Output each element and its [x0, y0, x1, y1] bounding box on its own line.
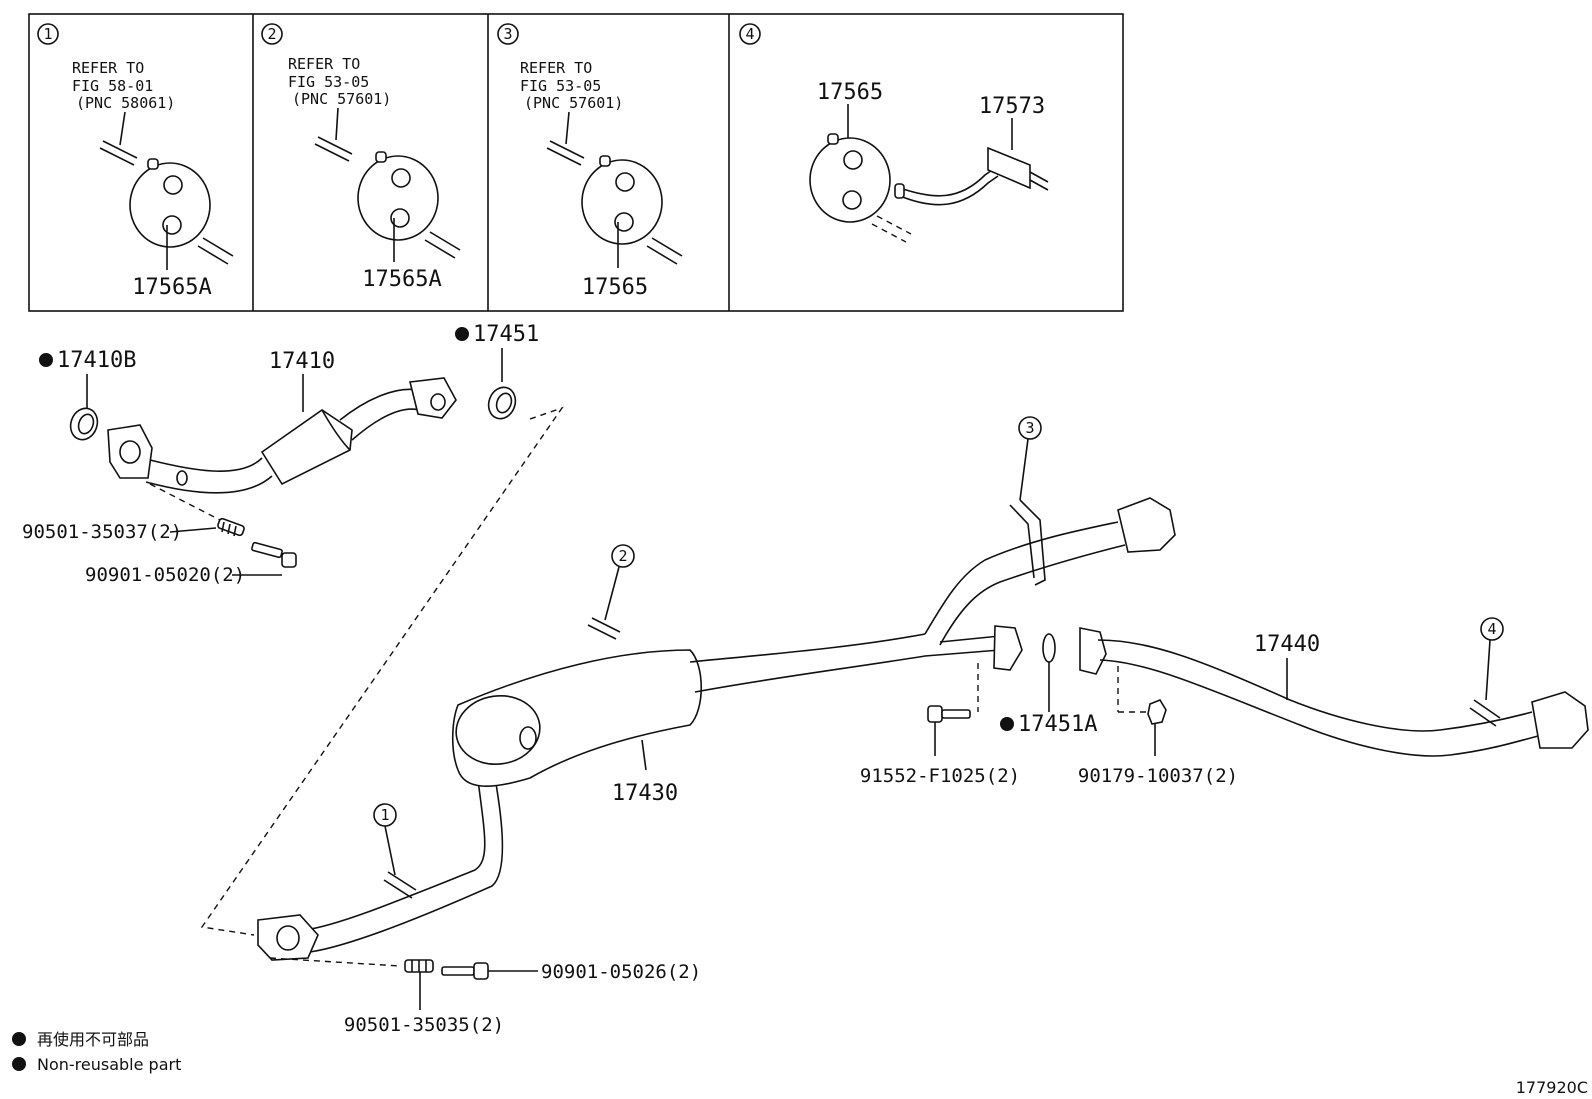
part-number-90501-35035: 90501-35035(2)	[344, 1014, 504, 1036]
hanger-bracket-icon	[894, 146, 1049, 206]
rubber-hanger-icon	[581, 155, 663, 245]
callout-circle	[1480, 617, 1504, 641]
inset-number-circle	[37, 23, 59, 45]
non-reusable-bullet-icon	[1000, 717, 1014, 731]
fig-ref-text: FIG 58-01	[72, 77, 153, 95]
inset-4: 4 17565 17573	[739, 23, 1049, 243]
non-reusable-bullet-icon	[12, 1032, 26, 1046]
part-number-17451A: 17451A	[1018, 712, 1097, 737]
leader-line	[641, 739, 647, 771]
refer-to-text: REFER TO	[288, 55, 360, 73]
part-number-17565: 17565	[582, 275, 648, 300]
non-reusable-bullet-icon	[12, 1057, 26, 1071]
hanger-pin-icon	[383, 871, 417, 899]
center-pipe-17430-icon	[257, 497, 1176, 961]
stud-bolt-icon	[217, 517, 245, 537]
part-number-17451: 17451	[473, 322, 539, 347]
hanger-pin-icon	[99, 140, 138, 166]
part-number-90501-35037: 90501-35037(2)	[22, 521, 182, 543]
callout-number: 2	[618, 547, 627, 565]
gasket-17451A-group: 17451A	[1000, 633, 1097, 737]
rubber-hanger-icon	[809, 133, 891, 223]
bolt-icon	[251, 541, 297, 568]
assembly-dash-line	[149, 483, 221, 521]
hanger-pin-icon	[424, 231, 461, 259]
refer-to-text: REFER TO	[72, 59, 144, 77]
inset-panels	[28, 13, 1124, 312]
pnc-ref-text: (PNC 58061)	[76, 94, 175, 112]
fig-ref-text: FIG 53-05	[520, 77, 601, 95]
center-muffler-group: 17430 1 2 3 90501-35035(2) 90901-05026(2…	[257, 416, 1176, 1036]
leader-line	[1485, 639, 1491, 701]
inset-3: 3 REFER TO FIG 53-05 (PNC 57601) 17565	[497, 23, 683, 300]
inset-number: 3	[503, 25, 512, 43]
tail-pipe-group: 4 17440 90179-10037(2)	[1078, 617, 1589, 787]
inset-number: 4	[745, 25, 754, 43]
nut-icon	[1147, 699, 1167, 725]
non-reusable-bullet-icon	[39, 353, 53, 367]
front-pipe-group: 17410B 17410 17451	[22, 322, 564, 936]
inset-number: 2	[267, 25, 276, 43]
callout-circle	[1018, 416, 1042, 440]
hanger-pin-icon	[587, 617, 621, 640]
tail-pipe-17440-icon	[1079, 627, 1589, 757]
inset-number-circle	[497, 23, 519, 45]
assembly-dash-line	[200, 406, 564, 936]
pnc-ref-text: (PNC 57601)	[524, 94, 623, 112]
legend-english-text: Non-reusable part	[37, 1055, 181, 1074]
inset-frame	[28, 13, 1124, 312]
inset-number: 1	[43, 25, 52, 43]
leader-line	[1019, 438, 1029, 501]
hanger-pin-icon	[1469, 699, 1501, 727]
leader-line	[384, 825, 396, 876]
rubber-hanger-icon	[129, 158, 211, 248]
callout-number: 1	[380, 806, 389, 824]
part-number-17440: 17440	[1254, 632, 1320, 657]
part-number-90179-10037: 90179-10037(2)	[1078, 765, 1238, 787]
part-number-17573: 17573	[979, 94, 1045, 119]
figure-id: 177920C	[1516, 1078, 1588, 1097]
stud-bolt-icon	[404, 959, 434, 973]
part-number-90901-05020: 90901-05020(2)	[85, 564, 245, 586]
gasket-17451-icon	[487, 386, 517, 420]
part-number-90901-05026: 90901-05026(2)	[541, 961, 701, 983]
part-number-17430: 17430	[612, 781, 678, 806]
inset-number-circle	[261, 23, 283, 45]
inset-number-circle	[739, 23, 761, 45]
bolt-icon	[927, 705, 971, 723]
inset-1: 1 REFER TO FIG 58-01 (PNC 58061) 17565A	[37, 23, 234, 300]
rubber-hanger-icon	[357, 151, 439, 241]
bolt-icon	[441, 962, 489, 980]
callout-circle	[611, 544, 635, 568]
refer-to-text: REFER TO	[520, 59, 592, 77]
part-number-17565A: 17565A	[132, 275, 211, 300]
hanger-pin-icon	[546, 140, 585, 166]
leader-line	[335, 107, 339, 141]
gasket-17410B-icon	[69, 407, 99, 441]
part-number-91552-F1025: 91552-F1025(2)	[860, 765, 1020, 787]
hanger-pin-icon	[871, 215, 912, 243]
leader-line	[119, 111, 126, 146]
callout-number: 3	[1025, 419, 1034, 437]
inset-2: 2 REFER TO FIG 53-05 (PNC 57601) 17565A	[261, 23, 461, 292]
leader-line	[565, 111, 570, 145]
leader-line	[169, 527, 217, 533]
gasket-17451A-icon	[1042, 633, 1056, 663]
front-pipe-17410-icon	[107, 377, 457, 494]
hanger-pin-icon	[646, 237, 683, 265]
legend-japanese-text: 再使用不可部品	[37, 1030, 149, 1049]
callout-number: 4	[1487, 620, 1496, 638]
hanger-pin-icon	[197, 237, 234, 265]
fig-ref-text: FIG 53-05	[288, 73, 369, 91]
leader-line	[604, 566, 620, 621]
hanger-pin-icon	[314, 136, 353, 162]
part-number-17565: 17565	[817, 80, 883, 105]
pnc-ref-text: (PNC 57601)	[292, 90, 391, 108]
part-number-17565A: 17565A	[362, 267, 441, 292]
legend: 再使用不可部品 Non-reusable part	[12, 1030, 181, 1074]
non-reusable-bullet-icon	[455, 327, 469, 341]
part-number-17410: 17410	[269, 349, 335, 374]
part-number-17410B: 17410B	[57, 348, 136, 373]
